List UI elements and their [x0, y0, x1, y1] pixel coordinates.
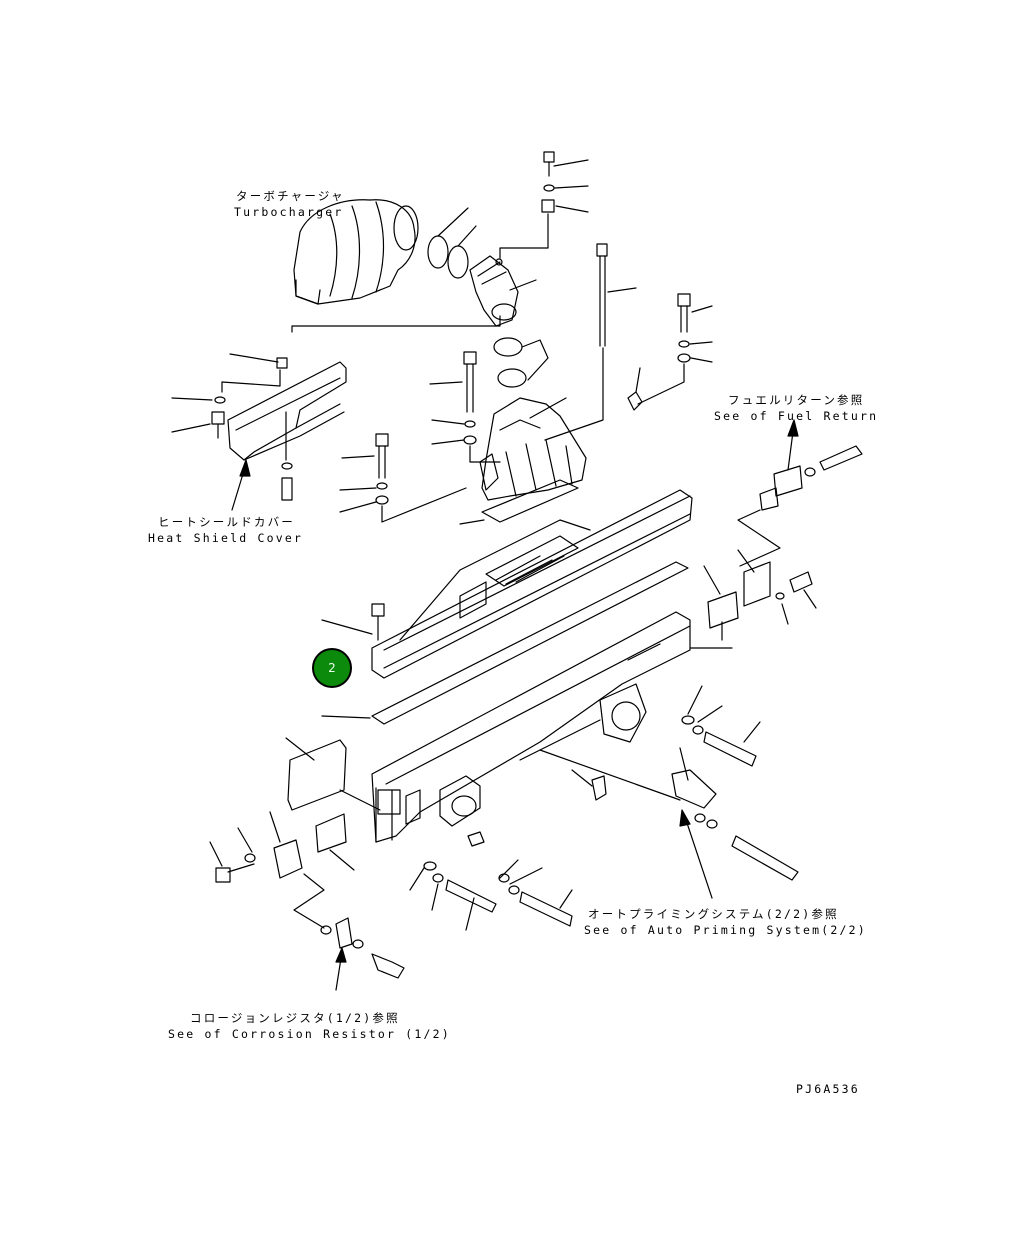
aftercooler-case — [371, 611, 691, 843]
exhaust-elbow — [469, 255, 519, 327]
bracket — [273, 839, 303, 879]
heat-shield-cover — [227, 357, 347, 461]
callout-number: 2 — [328, 661, 336, 675]
turbocharger-drawing — [293, 199, 419, 305]
oring-1 — [427, 235, 449, 269]
heat-shield-label-jp: ヒートシールドカバー — [158, 515, 295, 529]
end-gasket — [287, 739, 347, 811]
turbocharger-label: Turbocharger — [234, 205, 344, 219]
fuel-return-label-jp: フュエルリターン参照 — [728, 393, 865, 407]
cover-gasket — [371, 561, 689, 725]
oring-4 — [497, 368, 527, 388]
exhaust-manifold — [479, 397, 587, 501]
turbocharger-label-jp: ターボチャージャ — [236, 189, 345, 203]
auto-priming-label: See of Auto Priming System(2/2) — [584, 923, 867, 937]
auto-priming-label-jp: オートプライミングシステム(2/2)参照 — [588, 907, 839, 921]
drawing-code: PJ6A536 — [796, 1082, 860, 1096]
corrosion-resistor-label: See of Corrosion Resistor (1/2) — [168, 1027, 451, 1041]
fuel-return-label: See of Fuel Return — [714, 409, 879, 423]
oring-2 — [447, 245, 469, 279]
oring-3 — [493, 337, 523, 357]
corrosion-resistor-label-jp: コロージョンレジスタ(1/2)参照 — [190, 1011, 400, 1025]
top-cover — [371, 489, 693, 679]
manifold-gasket — [481, 479, 579, 523]
heat-shield-label: Heat Shield Cover — [148, 531, 304, 545]
callout-marker-2[interactable]: 2 — [312, 648, 352, 688]
